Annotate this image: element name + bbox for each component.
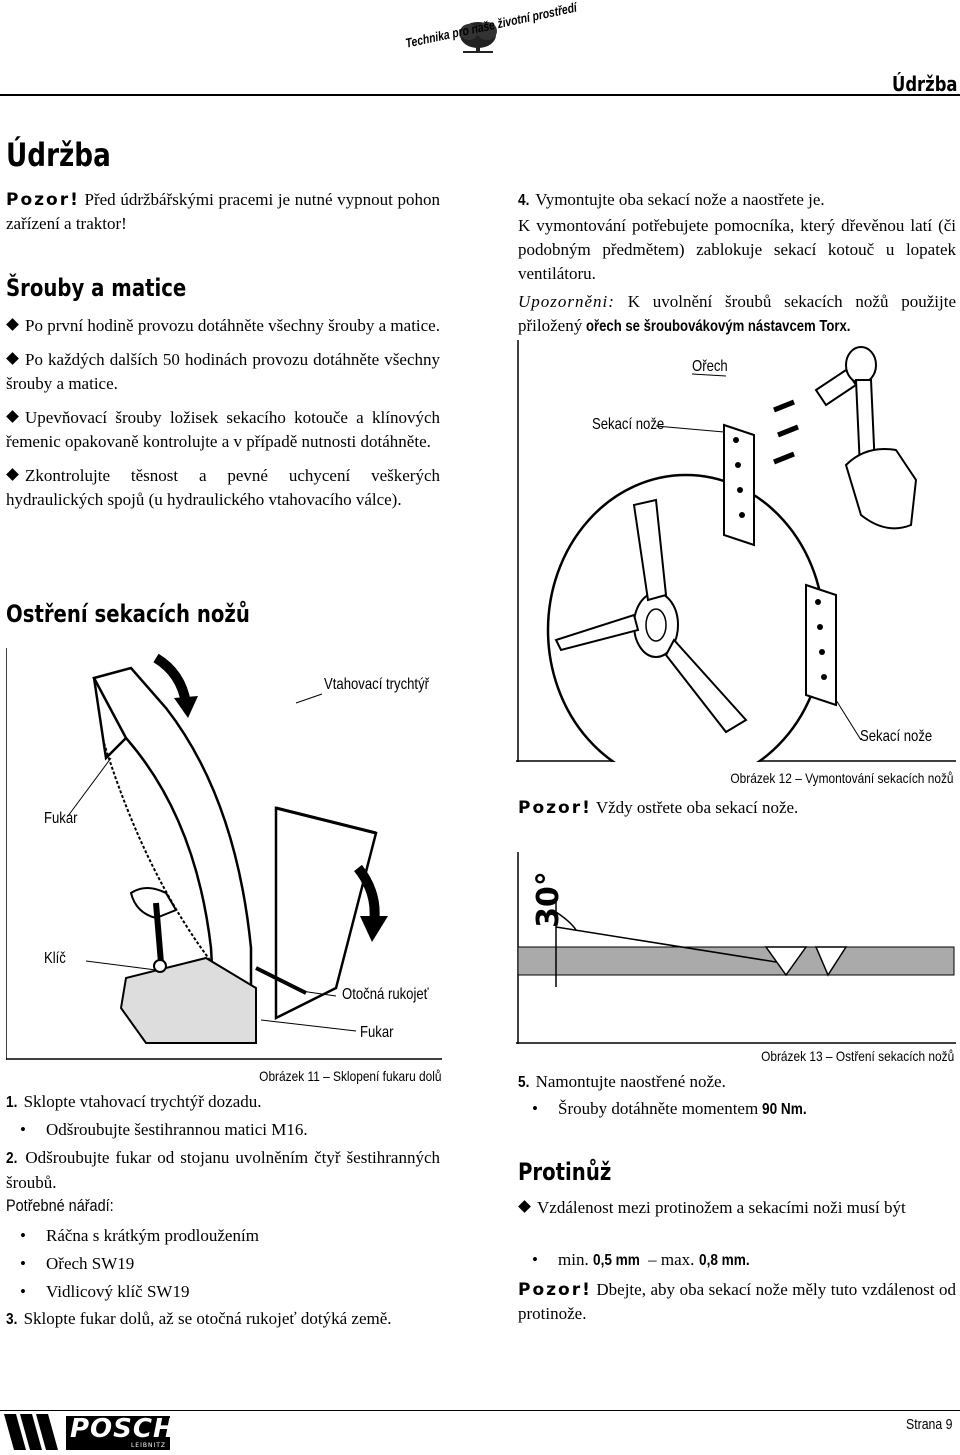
blade-disc-illustration	[516, 340, 956, 762]
diamond-bullet-icon	[6, 352, 19, 365]
note: Upozorněni: K uvolnění šroubů sekacích n…	[518, 292, 956, 335]
sharpening-title: Ostření sekacích nožů	[6, 600, 250, 628]
footer-logo: POSCH LEIBNITZ	[66, 1414, 175, 1450]
figure-11-caption: Obrázek 11 – Sklopení fukaru dolů	[259, 1068, 442, 1084]
page-title: Údržba	[6, 136, 111, 174]
list-item: •Vidlicový klíč SW19	[20, 1282, 190, 1301]
blade-angle-illustration	[516, 852, 956, 1044]
page-number: Strana 9	[906, 1416, 953, 1433]
bolts-list: Po první hodině provozu dotáhněte všechn…	[6, 314, 440, 512]
footer-rule	[0, 1410, 960, 1411]
list-item: Zkontrolujte těsnost a pevné uchycení ve…	[6, 466, 440, 509]
list-item: •Ráčna s krátkým prodloužením	[20, 1226, 259, 1245]
diamond-bullet-icon	[518, 1200, 531, 1213]
header-section-title: Údržba	[892, 72, 958, 96]
tools-title: Potřebné nářadí:	[6, 1196, 114, 1215]
figure-12: Ořech Sekací nože Sekací nože	[516, 340, 956, 762]
list-item: •Ořech SW19	[20, 1254, 135, 1273]
list-item: Po první hodině provozu dotáhněte všechn…	[6, 314, 440, 338]
header-rule	[0, 94, 960, 96]
figure-11-label-funnel: Vtahovací trychtýř	[324, 676, 429, 693]
counter-range: • min. 0,5 mm – max. 0,8 mm.	[532, 1250, 750, 1269]
warning-block: Pozor! Před údržbářskými pracemi je nutn…	[6, 188, 440, 236]
step-3: 3. Sklopte fukar dolů, až se otočná ruko…	[6, 1309, 392, 1328]
list-item: Po každých dalších 50 hodinách provozu d…	[6, 350, 440, 393]
list-item: Upevňovací šrouby ložisek sekacího kotou…	[6, 408, 440, 451]
blower-illustration	[6, 648, 442, 1060]
figure-13: 30°	[516, 852, 956, 1044]
tree-icon	[460, 22, 497, 53]
step-1-sub: •Odšroubujte šestihrannou matici M16.	[20, 1120, 308, 1139]
step-5-sub: •Šrouby dotáhněte momentem 90 Nm.	[532, 1099, 808, 1118]
footer-logo-sub: LEIBNITZ	[130, 1442, 166, 1449]
step-4-text: K vymontování potřebujete pomocníka, kte…	[518, 216, 956, 283]
step-4: 4. Vymontujte oba sekací nože a naostřet…	[518, 190, 825, 209]
tools-list: •Ráčna s krátkým prodloužením •Ořech SW1…	[6, 1224, 259, 1304]
diamond-bullet-icon	[6, 468, 19, 481]
posch-logo-icon	[4, 1414, 58, 1450]
brand-logo: Technika pro naše životní prostředí	[385, 0, 578, 60]
figure-13-angle: 30°	[530, 871, 566, 928]
step-1: 1. Sklopte vtahovací trychtýř dozadu.	[6, 1092, 262, 1111]
warning-text: Před údržbářskými pracemi je nutné vypno…	[6, 190, 441, 233]
figure-12-label-blades-2: Sekací nože	[860, 728, 933, 745]
figure-12-label-nut: Ořech	[692, 358, 728, 375]
counter-warning: Pozor! Dbejte, aby oba sekací nože měly …	[518, 1280, 956, 1323]
counter-title: Protinůž	[518, 1158, 612, 1186]
footer-logo-text: POSCH	[70, 1414, 176, 1444]
warning-label: Pozor!	[6, 190, 80, 210]
figure-12-label-blades: Sekací nože	[592, 416, 665, 433]
figure-11-label-key: Klíč	[44, 950, 66, 967]
step-2: 2. Odšroubujte fukar od stojanu uvolnění…	[6, 1148, 441, 1192]
figure-12-caption: Obrázek 12 – Vymontování sekacích nožů	[730, 770, 954, 786]
diamond-bullet-icon	[6, 318, 19, 331]
figure-11-label-blower: Fukar	[44, 810, 78, 827]
warning-2: Pozor! Vždy ostřete oba sekací nože.	[518, 798, 799, 818]
bolts-title: Šrouby a matice	[6, 274, 187, 302]
step-5: 5. Namontujte naostřené nože.	[518, 1072, 726, 1091]
counter-item: Vzdálenost mezi protinožem a sekacími no…	[518, 1196, 956, 1220]
figure-11: Vtahovací trychtýř Fukar Klíč Otočná ruk…	[6, 648, 442, 1060]
figure-11-label-handle: Otočná rukojeť	[342, 986, 429, 1003]
figure-13-caption: Obrázek 13 – Ostření sekacích nožů	[760, 1048, 954, 1064]
diamond-bullet-icon	[6, 410, 19, 423]
figure-11-label-blower-2: Fukar	[360, 1024, 394, 1041]
